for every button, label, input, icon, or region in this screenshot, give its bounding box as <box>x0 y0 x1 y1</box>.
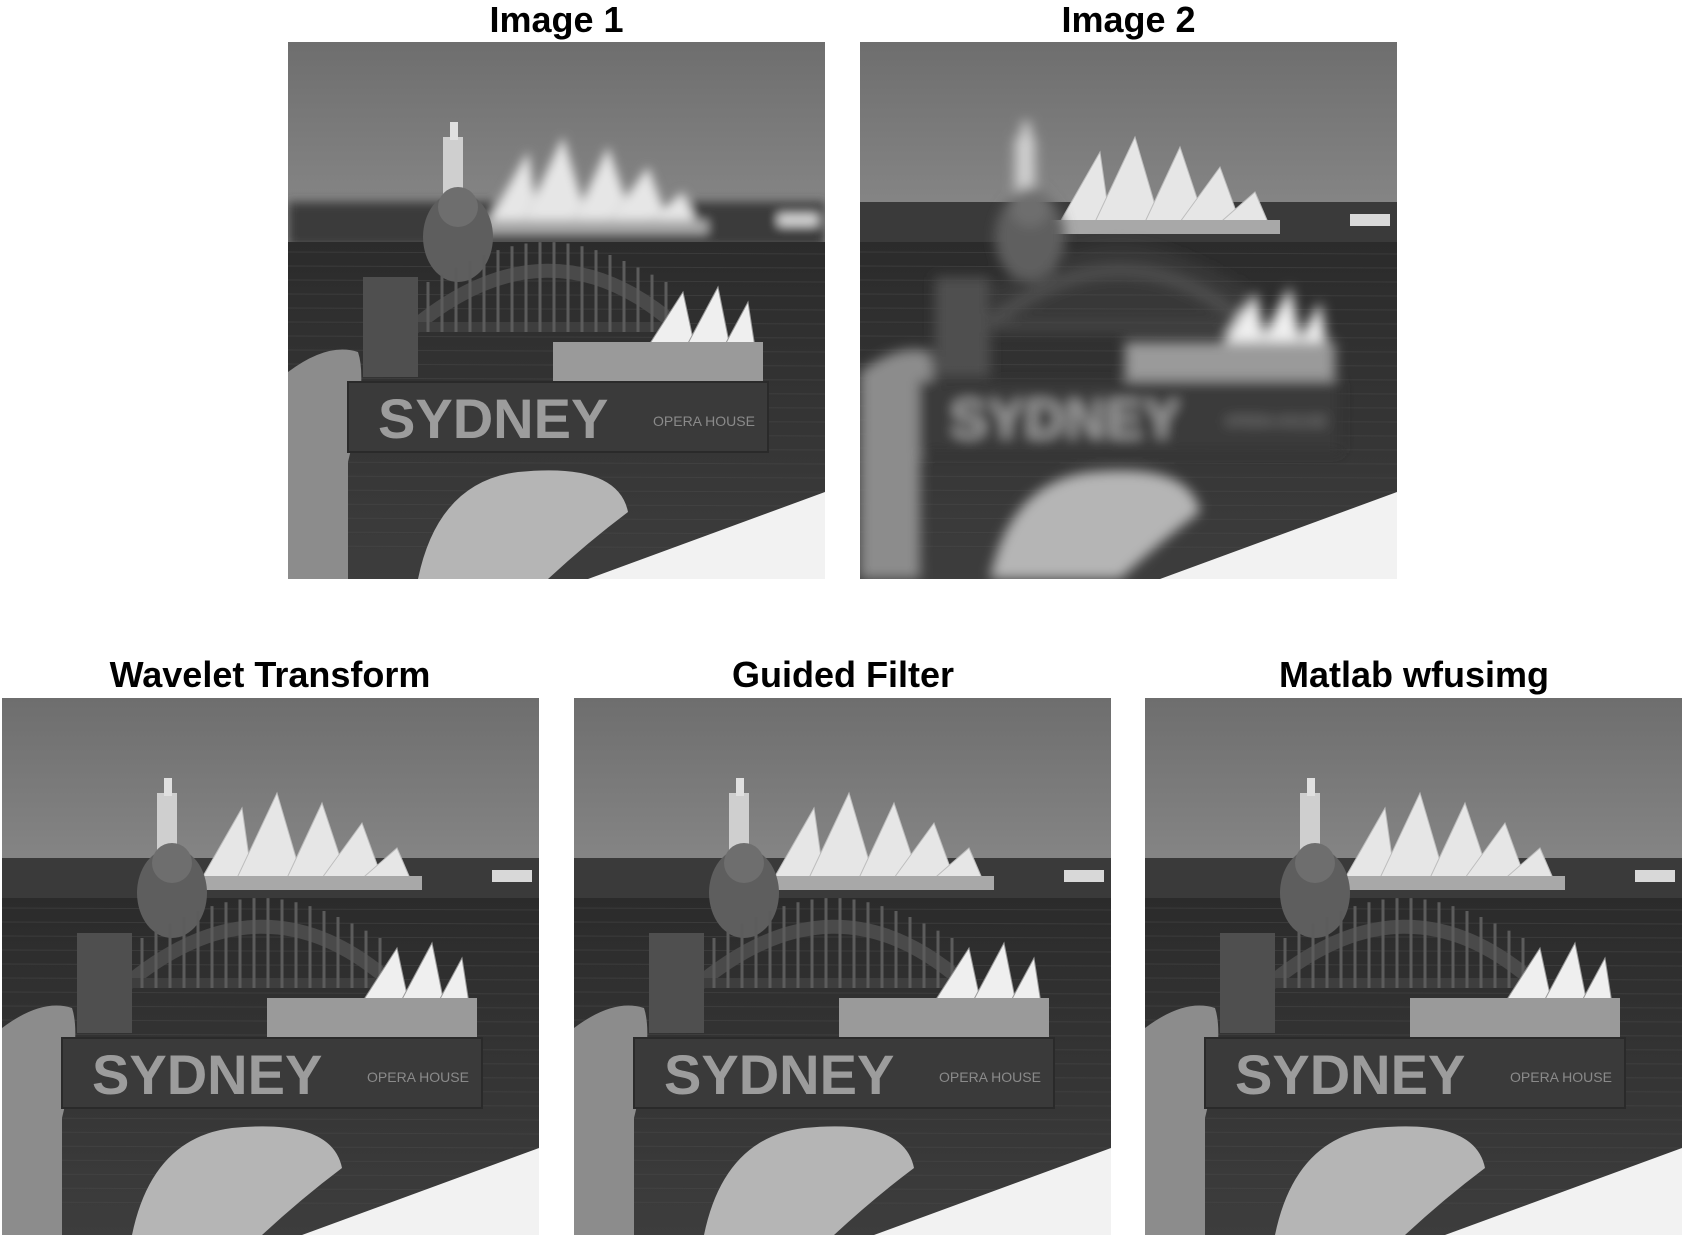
panel-title-image1: Image 1 <box>489 0 624 40</box>
svg-text:OPERA HOUSE: OPERA HOUSE <box>939 1069 1041 1085</box>
foreground-souvenir: SYDNEY OPERA HOUSE <box>574 778 1055 1235</box>
foreground-souvenir: SYDNEY OPERA HOUSE <box>860 122 1341 579</box>
photo-guided: SYDNEY OPERA HOUSE <box>574 698 1111 1235</box>
background-opera-house <box>574 791 1111 903</box>
svg-text:SYDNEY: SYDNEY <box>92 1043 322 1106</box>
background-opera-house <box>1145 791 1682 903</box>
scene-svg: SYDNEY OPERA HOUSE <box>2 698 539 1235</box>
background-opera-house <box>2 791 539 903</box>
photo-image2: SYDNEY OPERA HOUSE <box>860 42 1397 579</box>
scene-svg: SYDNEY OPERA HOUSE <box>1145 698 1682 1235</box>
background-opera-house <box>860 135 1397 247</box>
svg-text:SYDNEY: SYDNEY <box>378 387 608 450</box>
scene-svg: SYDNEY OPERA HOUSE <box>860 42 1397 579</box>
svg-text:SYDNEY: SYDNEY <box>950 387 1180 450</box>
svg-text:SYDNEY: SYDNEY <box>664 1043 894 1106</box>
photo-wfusimg: SYDNEY OPERA HOUSE <box>1145 698 1682 1235</box>
svg-text:OPERA HOUSE: OPERA HOUSE <box>653 413 755 429</box>
foreground-souvenir: SYDNEY OPERA HOUSE <box>1145 778 1626 1235</box>
photo-wavelet: SYDNEY OPERA HOUSE <box>2 698 539 1235</box>
svg-text:OPERA HOUSE: OPERA HOUSE <box>1225 413 1327 429</box>
svg-text:OPERA HOUSE: OPERA HOUSE <box>367 1069 469 1085</box>
panel-title-wfusimg: Matlab wfusimg <box>1278 654 1550 695</box>
scene-svg: SYDNEY OPERA HOUSE <box>574 698 1111 1235</box>
scene-svg: SYDNEY OPERA HOUSE <box>288 42 825 579</box>
foreground-souvenir: SYDNEY OPERA HOUSE <box>2 778 483 1235</box>
svg-text:OPERA HOUSE: OPERA HOUSE <box>1510 1069 1612 1085</box>
photo-image1: SYDNEY OPERA HOUSE <box>288 42 825 579</box>
panel-title-image2: Image 2 <box>1061 0 1196 40</box>
panel-title-guided: Guided Filter <box>731 654 954 695</box>
panel-title-wavelet: Wavelet Transform <box>109 654 431 695</box>
svg-text:SYDNEY: SYDNEY <box>1235 1043 1465 1106</box>
background-opera-house <box>288 135 825 247</box>
foreground-souvenir: SYDNEY OPERA HOUSE <box>288 122 769 579</box>
